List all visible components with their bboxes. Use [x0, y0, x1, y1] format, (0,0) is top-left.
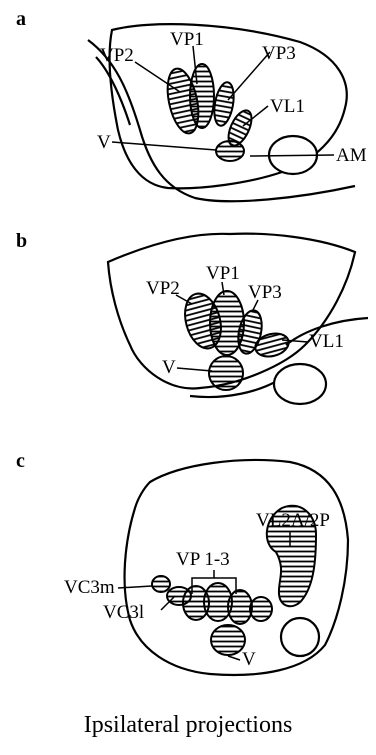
- nucleus-vp13-c3: [228, 590, 252, 624]
- nucleus-vc3m-c: [152, 576, 170, 592]
- label-am-a: AM: [336, 146, 367, 165]
- panel-letter-b: b: [16, 230, 27, 253]
- panel-letter-c: c: [16, 450, 25, 473]
- nucleus-v-a: [216, 141, 244, 161]
- label-v-c: V: [242, 650, 256, 669]
- nucleus-vp1-a: [190, 64, 214, 128]
- label-vp1-b: VP1: [206, 264, 240, 283]
- label-vl1-b: VL1: [309, 332, 344, 351]
- label-vl2-c: VL2A/2P: [256, 511, 330, 530]
- label-vc3l-c: VC3l: [103, 603, 144, 622]
- label-vl1-a: VL1: [270, 97, 305, 116]
- label-vp1-a: VP1: [170, 30, 204, 49]
- label-vp13-c: VP 1-3: [176, 550, 230, 569]
- label-v-b: V: [162, 358, 176, 377]
- label-vp3-b: VP3: [248, 283, 282, 302]
- label-v-a: V: [97, 133, 111, 152]
- nucleus-vp13-c4: [250, 597, 272, 621]
- nucleus-v-c: [211, 625, 245, 655]
- label-vc3m-c: VC3m: [64, 578, 115, 597]
- label-vp3-a: VP3: [262, 44, 296, 63]
- nucleus-v-b: [209, 356, 243, 390]
- panel-b-nuclei: [179, 290, 291, 390]
- panel-c-round-nucleus: [281, 618, 319, 656]
- panel-b-round-nucleus: [274, 364, 326, 404]
- panel-letter-a: a: [16, 8, 26, 31]
- label-vp2-a: VP2: [100, 46, 134, 65]
- label-vp2-b: VP2: [146, 279, 180, 298]
- figure-caption: Ipsilateral projections: [0, 712, 376, 739]
